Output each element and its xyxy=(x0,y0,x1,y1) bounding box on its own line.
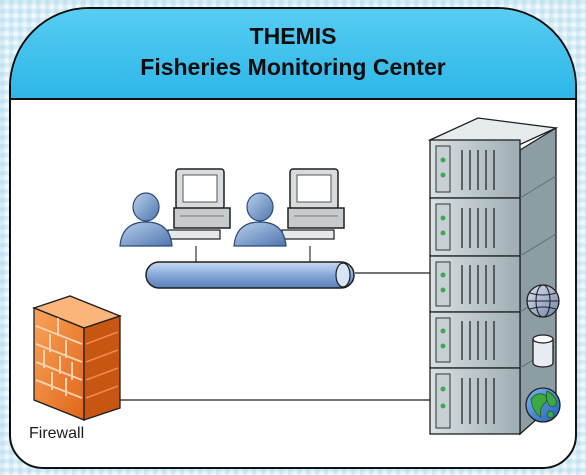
panel-subtitle: Fisheries Monitoring Center xyxy=(140,54,446,80)
server-unit xyxy=(429,197,521,257)
database-icon xyxy=(532,334,554,368)
server-unit xyxy=(429,311,521,369)
server-unit xyxy=(429,367,521,435)
user-workstation-icon xyxy=(119,168,231,247)
panel-header: THEMIS Fisheries Monitoring Center xyxy=(11,9,575,100)
brick-firewall-icon xyxy=(32,295,122,421)
web-globe-icon xyxy=(526,284,560,318)
user-workstation-icon xyxy=(233,168,345,247)
server-unit xyxy=(429,255,521,313)
internet-globe-icon xyxy=(525,387,561,423)
firewall-label: Firewall xyxy=(29,425,85,442)
server-unit xyxy=(429,139,521,199)
panel-title: THEMIS xyxy=(249,23,337,49)
network-bus-icon xyxy=(145,261,355,289)
server-rack-icon xyxy=(427,117,559,436)
